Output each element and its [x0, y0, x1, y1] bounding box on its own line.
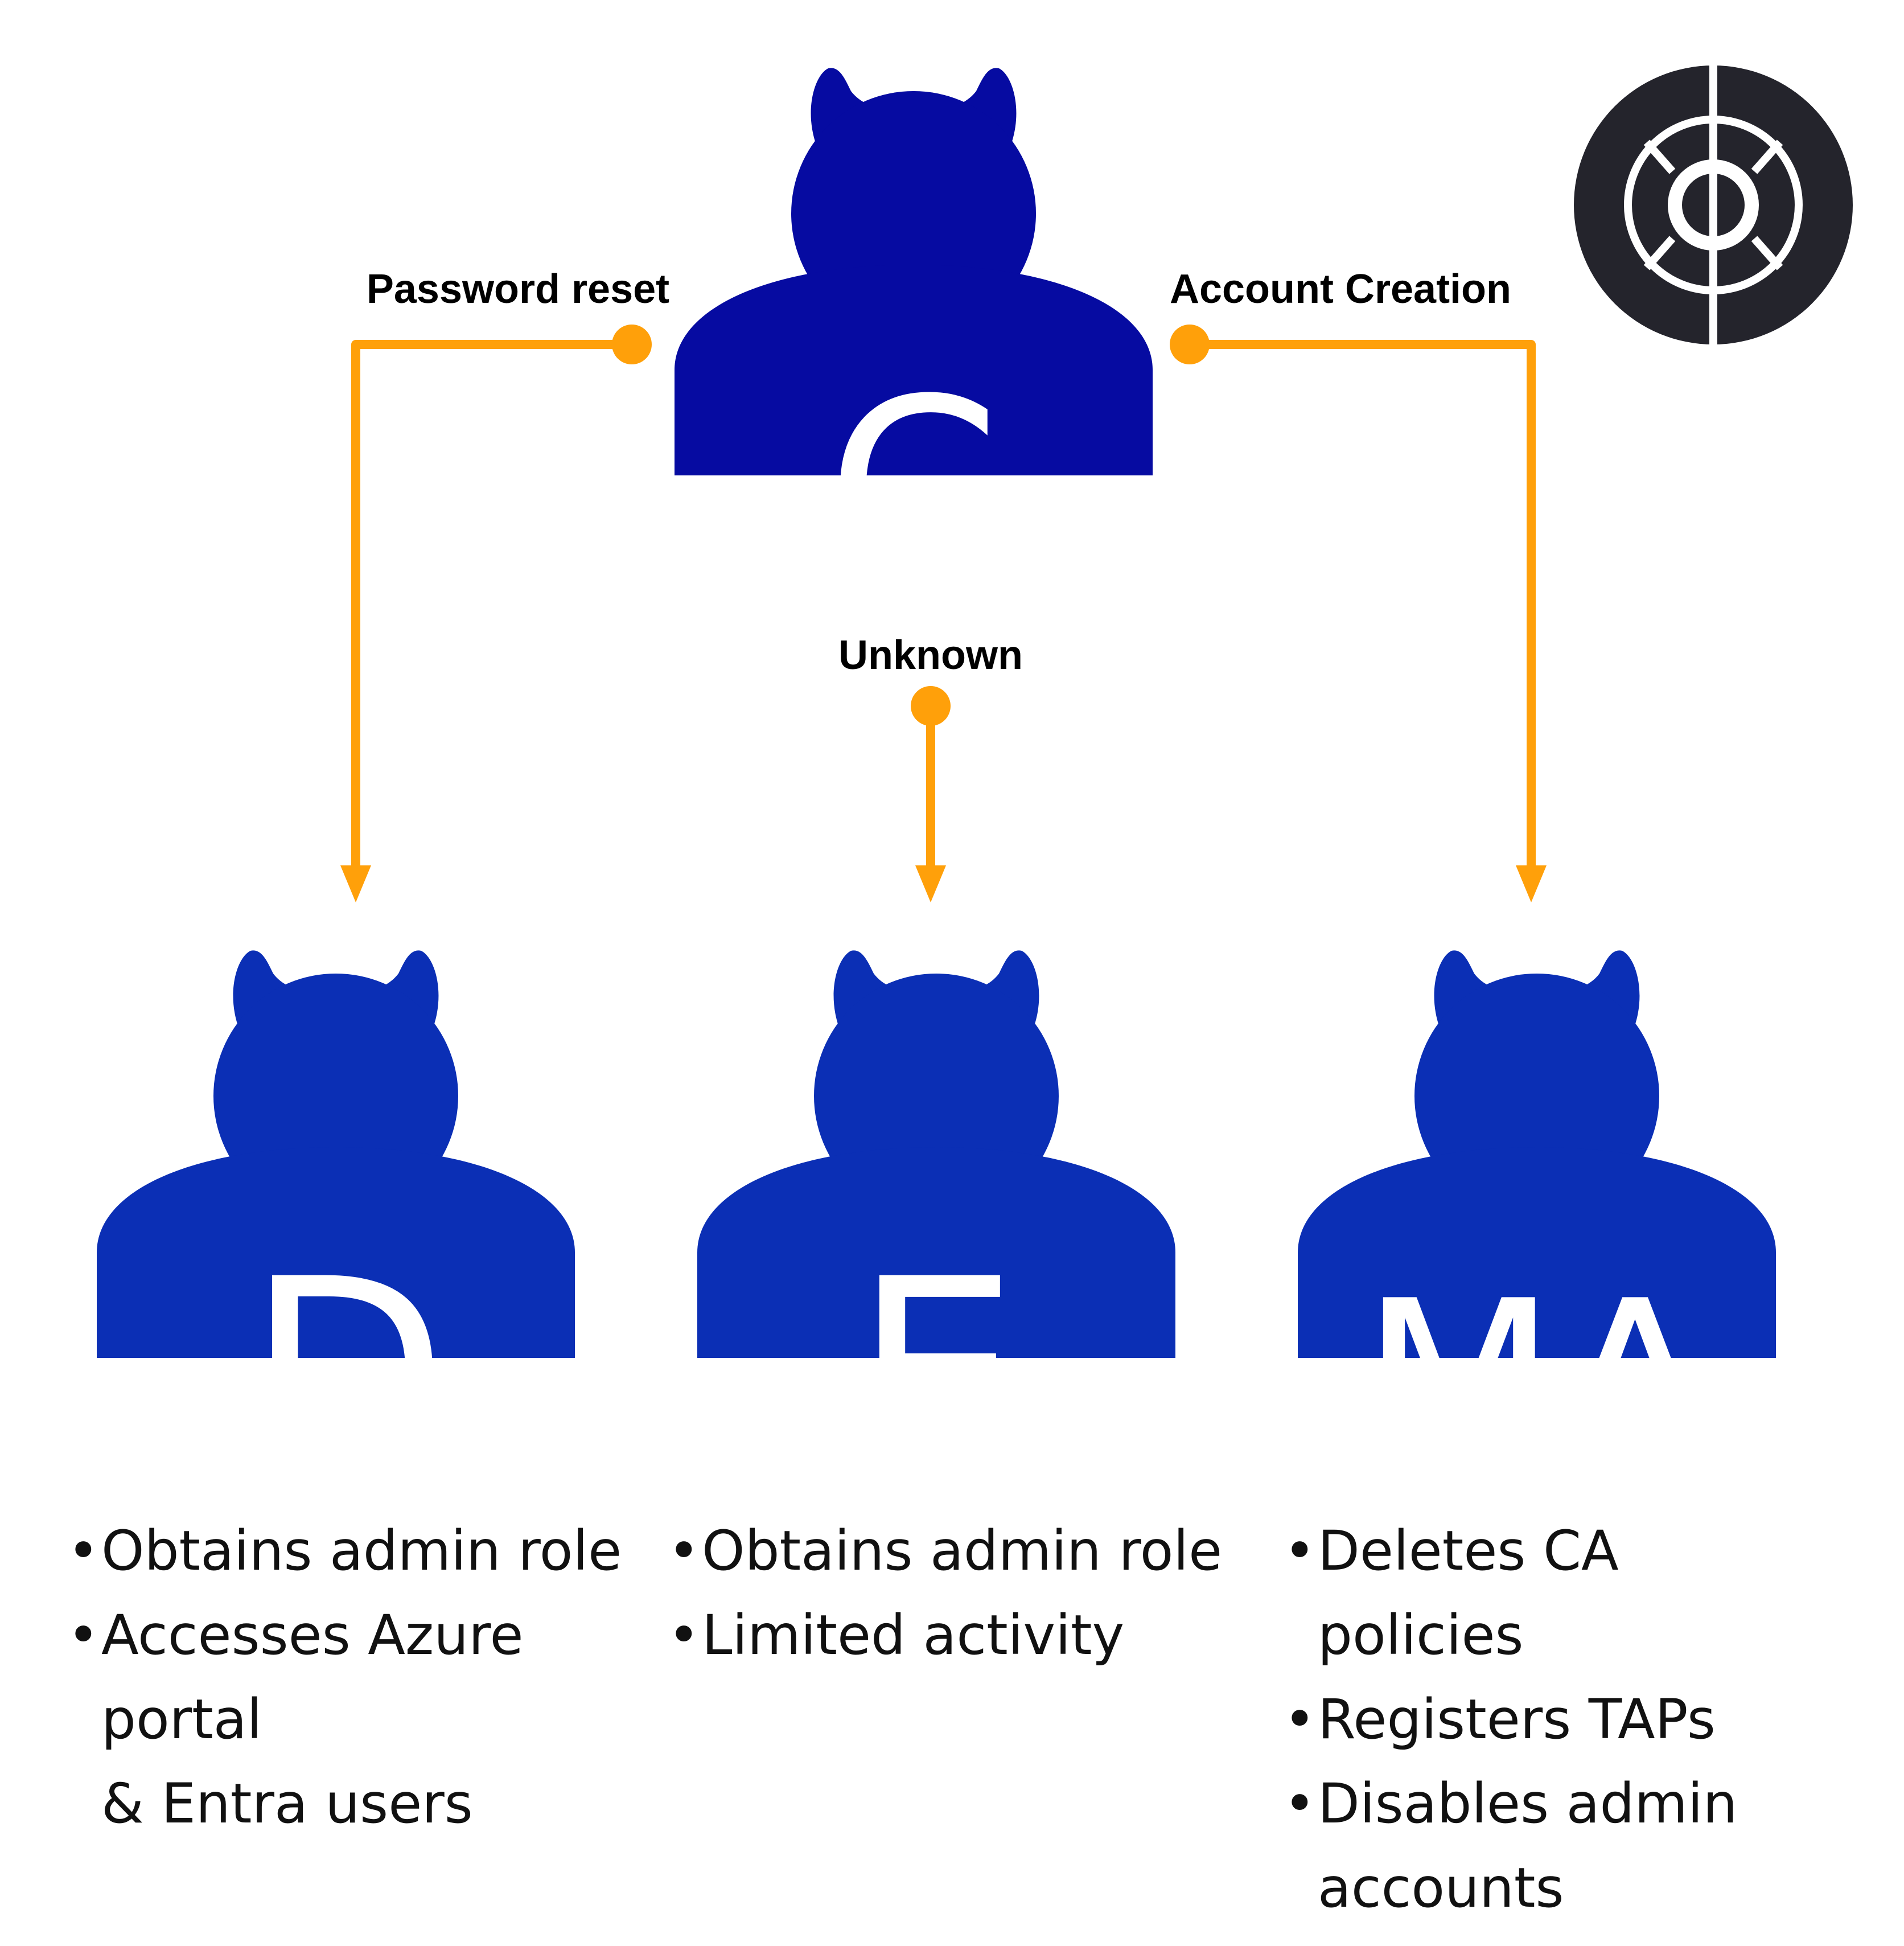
connector-start-dot [1170, 325, 1210, 364]
actor-c-letter: C [826, 346, 1001, 637]
connector-start-dot [911, 686, 951, 726]
list-item: Disables admin accounts [1284, 1762, 1737, 1930]
edge-label-account-creation: Account Creation [1170, 266, 1511, 312]
list-item: Obtains admin role [67, 1509, 622, 1593]
arrowhead [340, 865, 371, 902]
list-item: Obtains admin role [668, 1509, 1222, 1593]
arrowhead [915, 865, 946, 902]
helm-wheel-icon [1574, 65, 1853, 344]
edge-label-unknown: Unknown [838, 633, 1023, 678]
connector-line [351, 340, 632, 871]
connector-start-dot [612, 325, 652, 364]
edge-unknown: Unknown [838, 633, 1023, 902]
actor-d-bullet-list: Obtains admin role Accesses Azure portal… [67, 1509, 622, 1846]
actor-ma-bullet-list: Deletes CA policies Registers TAPs Disab… [1284, 1509, 1737, 1930]
actor-e-letter: E [854, 1224, 1019, 1528]
edge-password-reset: Password reset [340, 266, 669, 902]
list-item: Registers TAPs [1284, 1677, 1737, 1762]
edge-label-password-reset: Password reset [367, 266, 669, 312]
edge-account-creation: Account Creation [1170, 266, 1547, 902]
actor-c: C [675, 68, 1153, 637]
arrowhead [1516, 865, 1547, 902]
actor-e-bullet-list: Obtains admin role Limited activity [668, 1509, 1222, 1677]
actor-d: D [97, 950, 575, 1528]
actor-d-letter: D [246, 1224, 448, 1528]
connector-line [1190, 340, 1536, 871]
actor-e: E [697, 950, 1175, 1528]
actor-ma-letter: MA [1361, 1253, 1714, 1517]
list-item: Accesses Azure portal & Entra users [67, 1593, 622, 1846]
list-item: Deletes CA policies [1284, 1509, 1737, 1677]
actor-ma: MA [1298, 950, 1776, 1517]
list-item: Limited activity [668, 1593, 1222, 1677]
